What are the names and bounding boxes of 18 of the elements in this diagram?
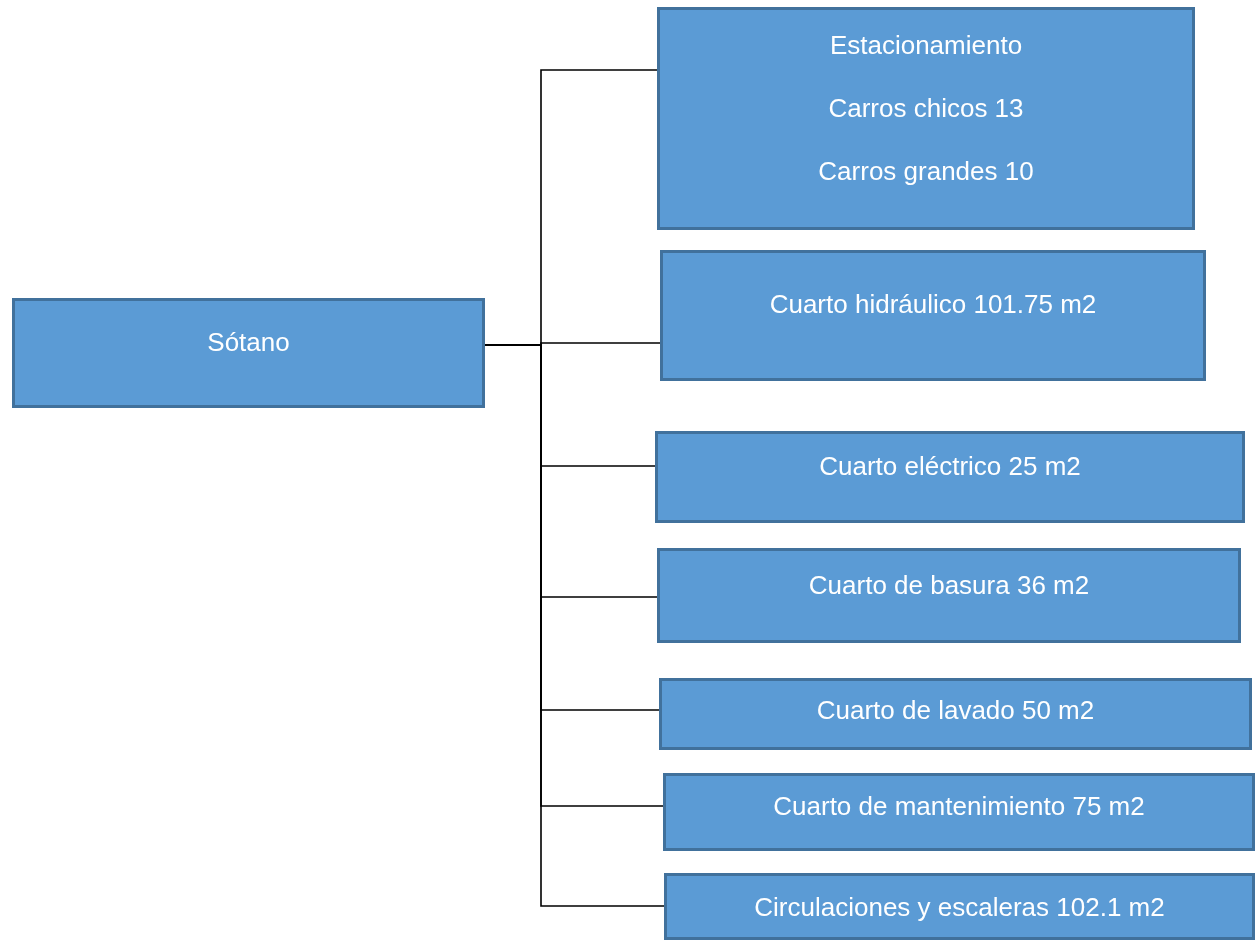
box-label: Carros grandes 10 (818, 156, 1034, 186)
box-label: Carros chicos 13 (828, 93, 1024, 123)
process-box (659, 678, 1252, 750)
box-label: Circulaciones y escaleras 102.1 m2 (754, 892, 1165, 922)
process-box (660, 250, 1206, 381)
box-label: Sótano (207, 327, 290, 357)
box-label: Cuarto hidráulico 101.75 m2 (769, 289, 1097, 319)
process-box (657, 548, 1241, 643)
box-label: Cuarto eléctrico 25 m2 (819, 451, 1081, 481)
process-box (657, 7, 1195, 230)
process-box (655, 431, 1245, 523)
process-box (663, 773, 1255, 851)
process-box (12, 298, 485, 408)
box-label: Cuarto de mantenimiento 75 m2 (773, 791, 1145, 821)
box-label: Cuarto de basura 36 m2 (808, 570, 1090, 600)
box-label: Cuarto de lavado 50 m2 (816, 695, 1095, 725)
box-label: Estacionamiento (829, 30, 1023, 60)
process-box (664, 873, 1255, 940)
